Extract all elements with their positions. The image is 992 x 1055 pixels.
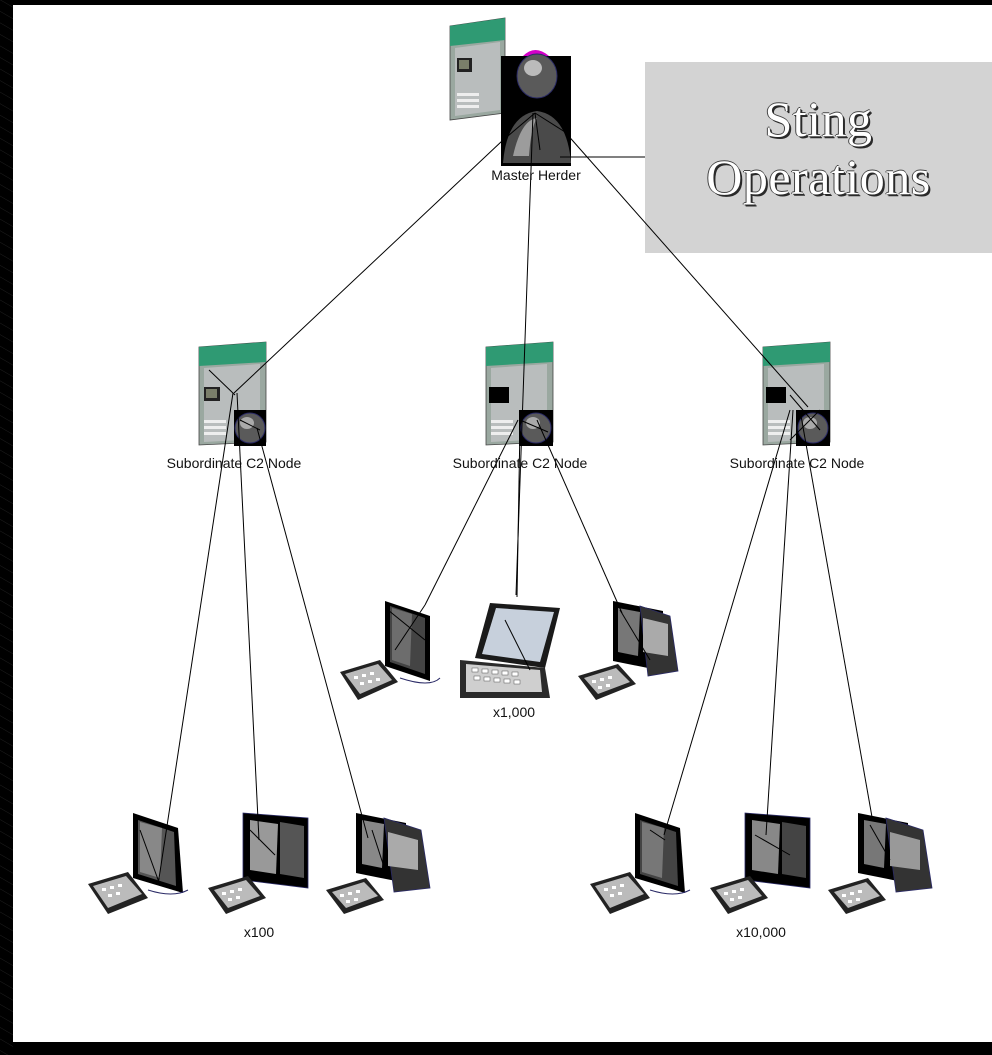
c2-server-icon	[198, 341, 267, 446]
c2-node-right	[760, 341, 840, 447]
monitor-keyboard-icon	[88, 813, 189, 914]
desktop-tower-icon	[326, 813, 431, 914]
group-right-count: x10,000	[736, 924, 786, 940]
bot-left-1	[88, 808, 189, 916]
bot-mid-2	[460, 598, 565, 702]
group-mid-count: x1,000	[492, 704, 536, 720]
monitor-keyboard-icon	[208, 812, 309, 914]
master-herder-node	[445, 17, 575, 168]
bot-left-3	[326, 808, 436, 916]
callout-line-2: Operations	[706, 149, 931, 205]
bot-right-3	[828, 808, 938, 916]
desktop-tower-icon	[578, 601, 679, 700]
group-left-count: x100	[243, 924, 275, 940]
c2-server-icon	[762, 341, 831, 446]
bot-right-2	[710, 808, 815, 916]
c2-node-right-label: Subordinate C2 Node	[729, 455, 865, 471]
monitor-keyboard-icon	[710, 812, 811, 914]
monitor-keyboard-icon	[590, 813, 691, 914]
c2-node-middle-label: Subordinate C2 Node	[452, 455, 588, 471]
desktop-tower-icon	[828, 813, 933, 914]
c2-node-left-label: Subordinate C2 Node	[166, 455, 302, 471]
sting-operations-callout: Sting Operations	[645, 62, 992, 253]
master-herder-icon	[449, 17, 571, 166]
sting-operations-text: Sting Operations	[645, 90, 992, 206]
bot-mid-3	[578, 596, 683, 702]
c2-node-left	[196, 341, 276, 447]
monitor-keyboard-icon	[340, 601, 441, 700]
master-herder-label: Master Herder	[491, 167, 581, 183]
bot-left-2	[208, 808, 313, 916]
c2-server-icon	[485, 341, 554, 446]
laptop-icon	[460, 603, 560, 698]
callout-line-1: Sting	[764, 91, 873, 147]
c2-node-middle	[483, 341, 563, 447]
bot-mid-1	[340, 596, 441, 702]
bot-right-1	[590, 808, 691, 916]
